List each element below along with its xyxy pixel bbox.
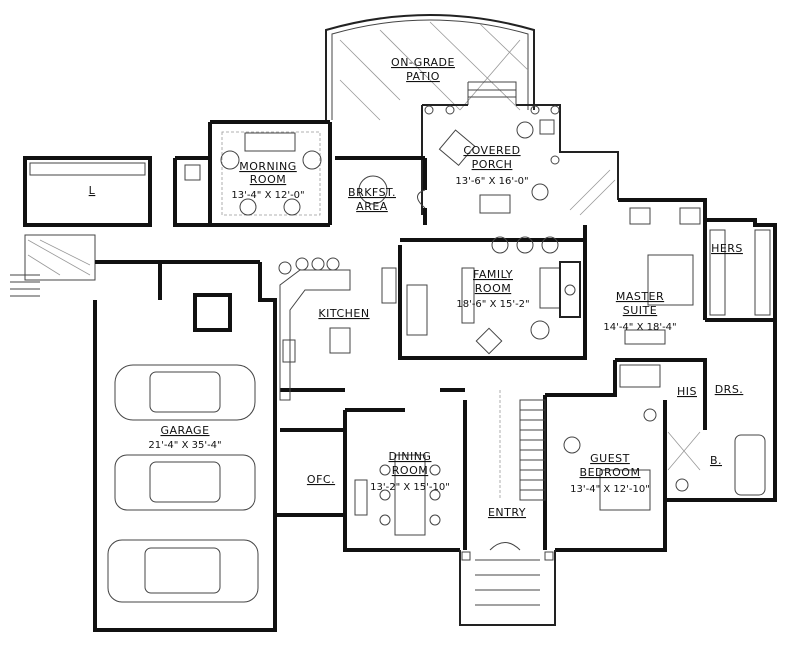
covered-porch-label: COVERED — [463, 144, 520, 157]
his-label: HIS — [677, 385, 697, 398]
covered-porch-label-2: PORCH — [472, 158, 513, 171]
family-room-label: FAMILY — [473, 268, 513, 281]
master-suite-dims: 14'-4" X 18'-4" — [603, 322, 676, 333]
office-label: OFC. — [307, 473, 335, 486]
entry-label: ENTRY — [488, 506, 526, 519]
kitchen-label: KITCHEN — [318, 307, 369, 320]
bath-label: B. — [710, 454, 722, 467]
morning-room — [208, 120, 332, 227]
master-suite-fixtures — [624, 207, 771, 345]
dining-room-label-2: ROOM — [392, 464, 428, 477]
exterior-walls — [93, 198, 777, 632]
morning-room-dims: 13'-4" X 12'-0" — [231, 190, 304, 201]
garage-cars — [107, 364, 259, 603]
guest-bedroom-label: GUEST — [590, 452, 630, 465]
dining-fixtures — [354, 454, 441, 536]
morning-room-label: MORNING — [239, 160, 297, 173]
front-porch — [459, 542, 556, 626]
morning-room-label-2: ROOM — [250, 173, 286, 186]
kitchen-fixtures — [278, 257, 397, 401]
garage-label: GARAGE — [160, 424, 209, 437]
dining-room-label: DINING — [389, 450, 432, 463]
breakfast-area-label: BRKFST. — [348, 186, 396, 199]
guest-bedroom-fixtures — [563, 436, 651, 511]
hers-label: HERS — [711, 242, 743, 255]
guest-bedroom-label-2: BEDROOM — [580, 466, 641, 479]
family-room-dims: 18'-6" X 15'-2" — [456, 299, 529, 310]
family-room-label-2: ROOM — [475, 282, 511, 295]
dressing-label: DRS. — [715, 383, 744, 396]
covered-porch — [421, 104, 619, 216]
dining-room-dims: 13'-2" X 15'-10" — [370, 482, 450, 493]
laundry — [10, 156, 210, 297]
guest-bedroom-dims: 13'-4" X 12'-10" — [570, 484, 650, 495]
bath-fixtures — [619, 364, 766, 496]
family-room-fixtures — [406, 236, 581, 355]
breakfast-area-label-2: AREA — [356, 200, 388, 213]
master-suite-label: MASTER — [616, 290, 664, 303]
garage-dims: 21'-4" X 35'-4" — [148, 440, 221, 451]
breakfast-area — [335, 156, 427, 225]
covered-porch-dims: 13'-6" X 16'-0" — [455, 176, 528, 187]
patio — [325, 14, 535, 121]
staircase — [499, 390, 546, 501]
master-suite-label-2: SUITE — [623, 304, 657, 317]
laundry-label: L — [89, 184, 96, 197]
patio-label: ON-GRADE — [391, 56, 455, 69]
patio-label-2: PATIO — [406, 70, 440, 83]
